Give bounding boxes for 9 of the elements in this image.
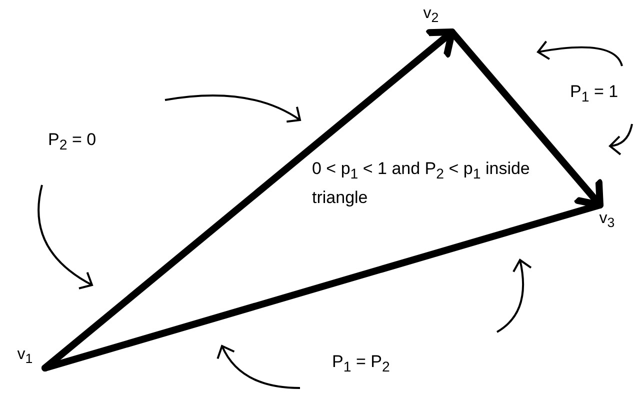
line	[42, 202, 604, 372]
vertex-label: v$_{1}$	[17, 344, 33, 368]
region-label: 0 < p$_{1}$ < 1 and P$_{2}$ < p$_{1}$ inside triangle	[312, 158, 531, 210]
vertex-label: v$_{3}$	[599, 208, 615, 232]
formula-label: P$_{1}$ = P$_{2}$	[332, 351, 391, 378]
arrow	[42, 28, 456, 372]
formula-label: P$_{1}$ = 1	[570, 81, 620, 108]
vertex-label: v$_{2}$	[423, 4, 439, 28]
formula-label: P$_{2}$ = 0	[48, 129, 98, 156]
